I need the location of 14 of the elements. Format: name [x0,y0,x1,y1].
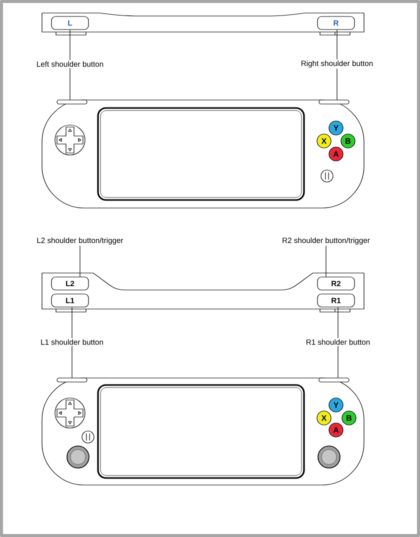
face-button: A [328,422,344,438]
leader-line [336,30,338,60]
face-button: X [316,410,332,426]
face-button: Y [328,398,344,412]
face-button: X [316,134,332,148]
leader-line [336,68,338,100]
shoulder-edge [56,100,88,104]
face-button: B [342,410,356,426]
shoulder-edge [318,100,350,104]
face-button: A [328,146,344,162]
face-button: B [340,134,356,148]
shoulder-edge [318,378,350,382]
shoulder-edge [56,378,88,382]
face-button: Y [328,120,344,136]
